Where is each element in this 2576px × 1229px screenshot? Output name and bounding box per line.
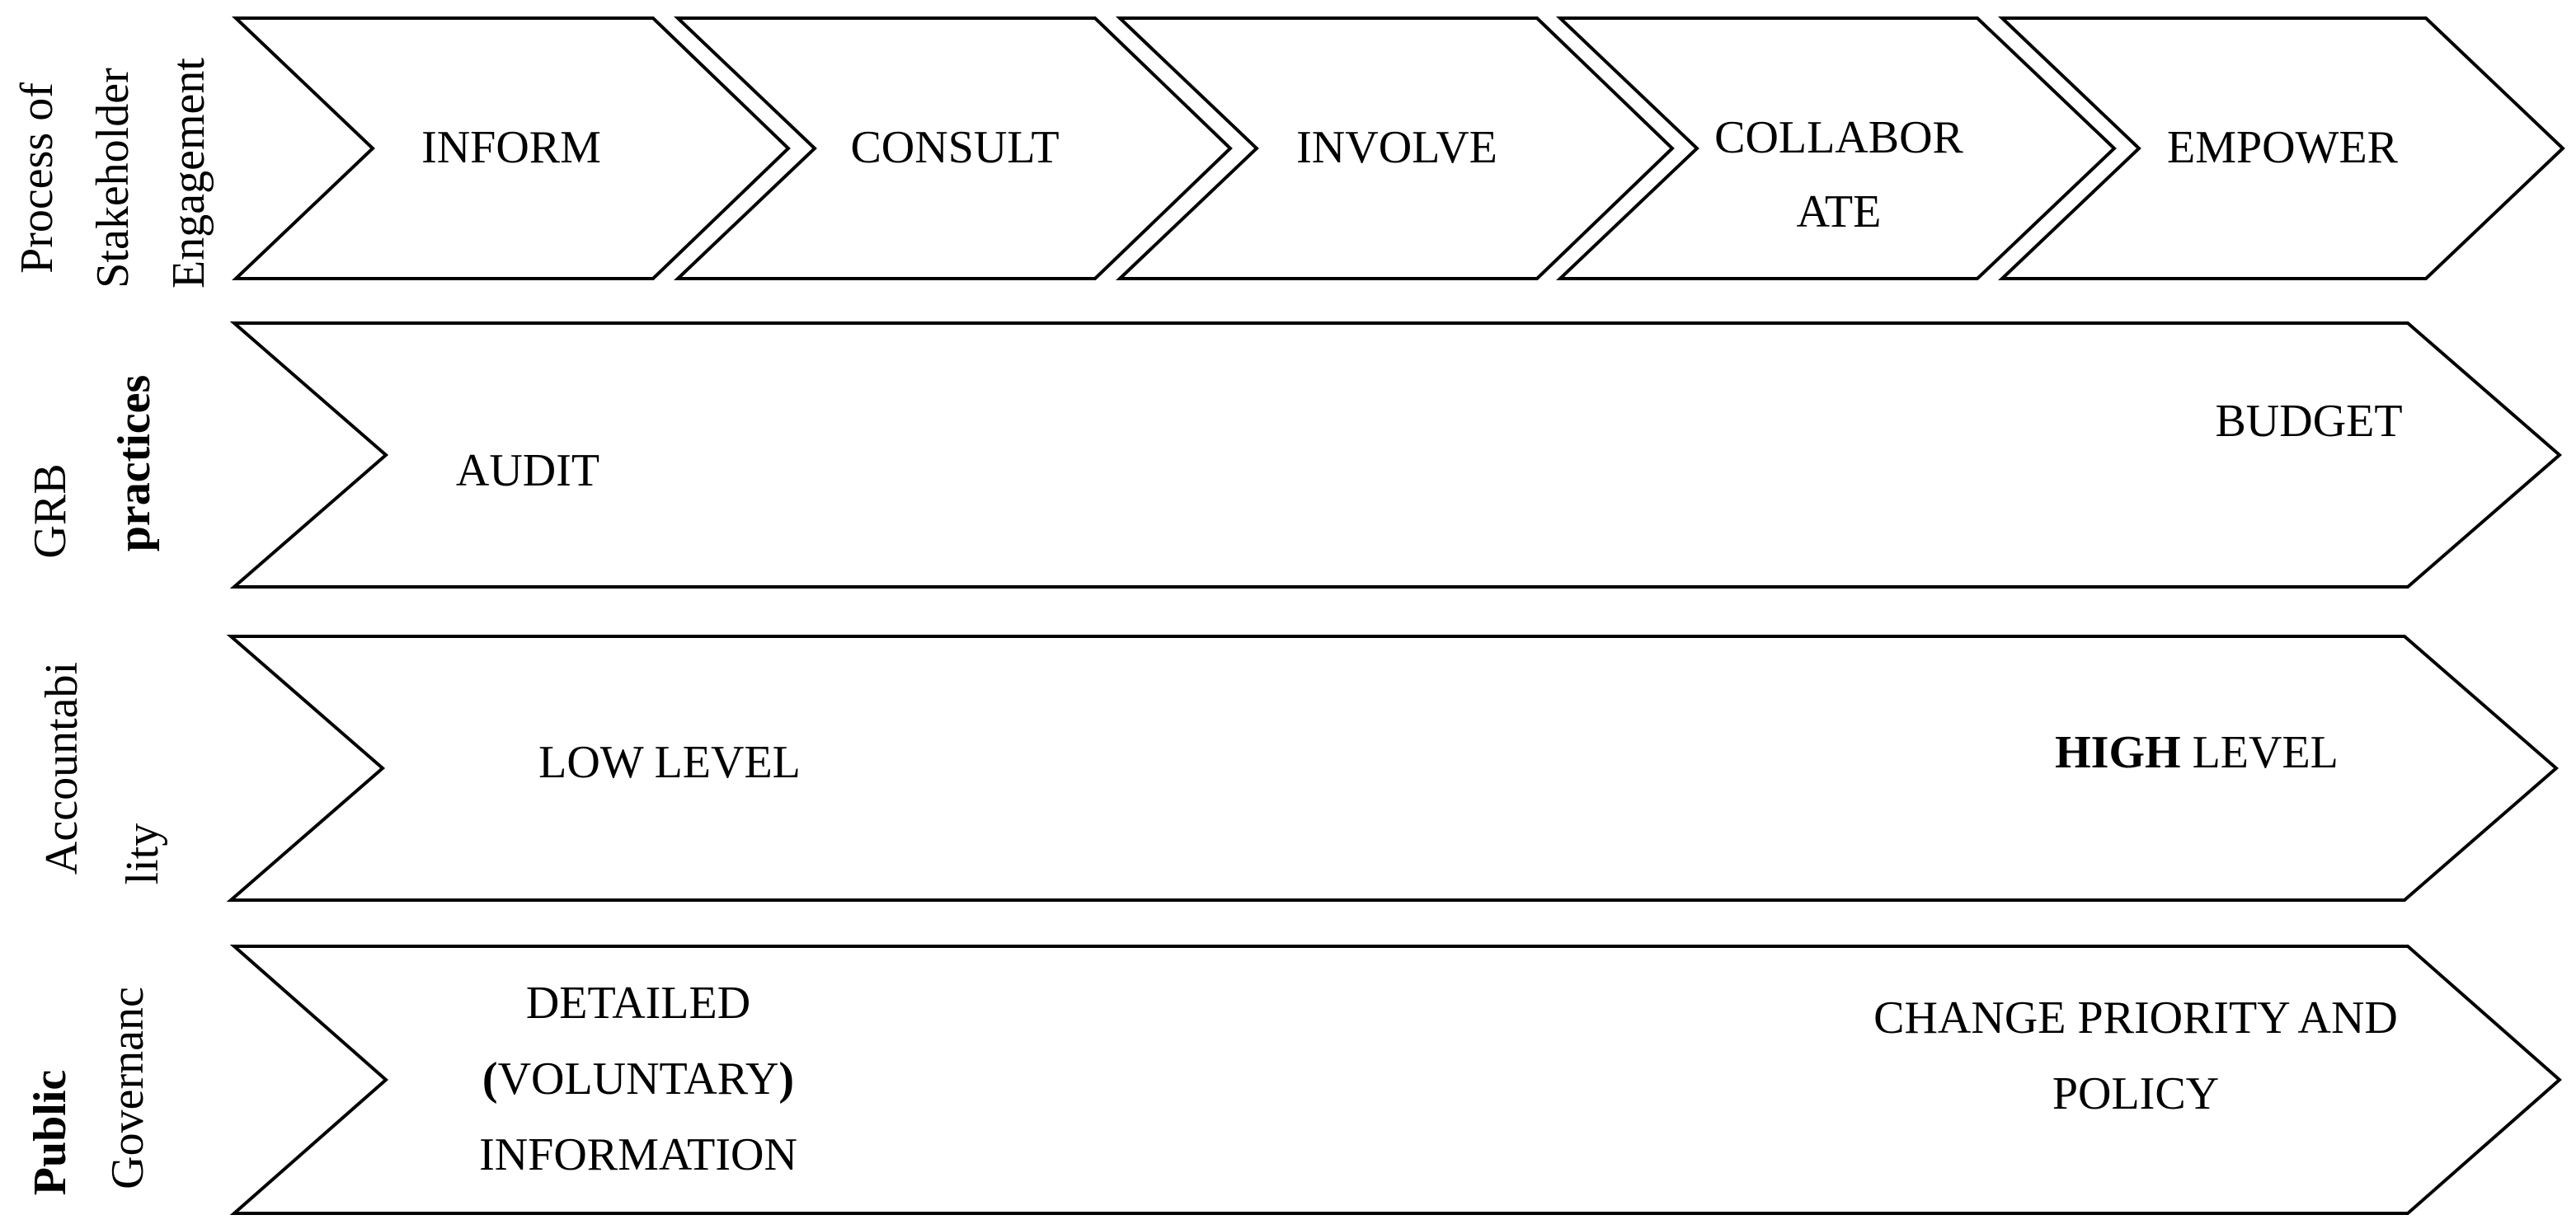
stage-chevron-consult <box>673 16 1233 280</box>
engagement-process-row: INFORM CONSULT INVOLVE COLLABOR ATE EMPO… <box>231 16 2565 280</box>
stage-label-empower: EMPOWER <box>2167 122 2399 173</box>
stage-label-collaborate-line1: COLLABOR <box>1714 112 1963 163</box>
row-label-engagement-line2: Stakeholder <box>87 68 139 288</box>
governance-right-line1: CHANGE PRIORITY AND <box>1873 992 2398 1044</box>
accountability-right-label: HIGH LEVEL <box>2055 727 2339 778</box>
governance-left-paren-close: ) <box>778 1053 794 1105</box>
stage-label-collaborate-line2: ATE <box>1797 186 1882 237</box>
row-label-accountability-line1: Accountabi <box>36 662 87 875</box>
governance-left-voluntary: VOLUNTARY <box>498 1053 779 1105</box>
row-label-engagement-line3: Engagement <box>163 58 214 288</box>
stage-chevron-inform <box>231 16 791 280</box>
governance-arrow <box>229 945 2563 1215</box>
grb-practices-row: AUDIT BUDGET <box>229 321 2563 589</box>
public-governance-row: DETAILED (VOLUNTARY) INFORMATION CHANGE … <box>229 945 2563 1215</box>
accountability-arrow <box>226 635 2560 902</box>
row-label-public: Public <box>25 1070 76 1195</box>
stage-chevron-collaborate <box>1555 16 2117 280</box>
governance-right-line2: POLICY <box>2052 1068 2219 1119</box>
grb-right-label: BUDGET <box>2215 396 2402 447</box>
governance-left-line2: (VOLUNTARY) <box>482 1053 794 1105</box>
grb-left-label: AUDIT <box>456 445 599 496</box>
accountability-row: LOW LEVEL HIGH LEVEL <box>226 635 2560 902</box>
governance-left-line1: DETAILED <box>526 978 750 1029</box>
accountability-right-bold: HIGH <box>2055 727 2180 778</box>
row-label-grb-practices: practices <box>109 375 160 552</box>
row-label-governance: Governanc <box>102 987 153 1189</box>
accountability-right-rest: LEVEL <box>2181 727 2339 778</box>
stage-label-inform: INFORM <box>421 122 601 173</box>
governance-left-paren-open: ( <box>482 1053 498 1105</box>
row-label-grb: GRB <box>25 463 76 558</box>
stage-chevron-involve <box>1115 16 1675 280</box>
stage-label-involve: INVOLVE <box>1296 122 1497 173</box>
stage-chevron-empower <box>1997 16 2565 280</box>
accountability-left-label: LOW LEVEL <box>538 737 801 788</box>
stage-label-consult: CONSULT <box>850 122 1059 173</box>
governance-left-line3: INFORMATION <box>479 1129 797 1180</box>
row-labels: Process of Stakeholder Engagement GRB pr… <box>12 58 214 1196</box>
row-label-engagement-line1: Process of <box>12 82 63 274</box>
grb-arrow <box>229 321 2563 589</box>
row-label-accountability-line2: lity <box>117 823 168 885</box>
